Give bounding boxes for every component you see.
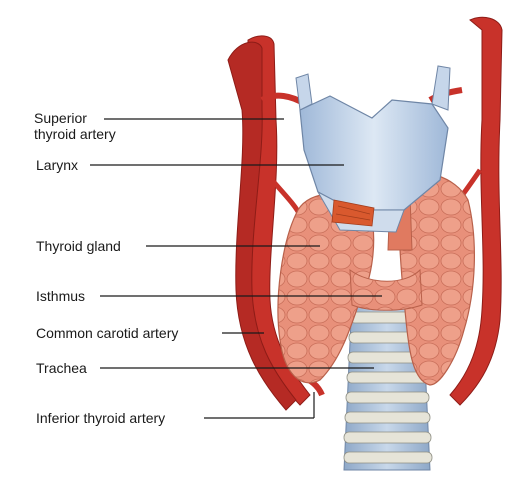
superior-thyroid-artery-label: Superior thyroid artery bbox=[34, 110, 116, 142]
thyroid-gland-label: Thyroid gland bbox=[36, 238, 121, 254]
larynx-label: Larynx bbox=[36, 157, 78, 173]
superior-thyroid-artery-label-line1: Superior bbox=[34, 110, 116, 126]
superior-thyroid-artery-label-line2: thyroid artery bbox=[34, 126, 116, 142]
trachea-label: Trachea bbox=[36, 360, 87, 376]
isthmus-label: Isthmus bbox=[36, 288, 85, 304]
common-carotid-artery-label: Common carotid artery bbox=[36, 325, 178, 341]
inferior-thyroid-artery-label: Inferior thyroid artery bbox=[36, 410, 165, 426]
